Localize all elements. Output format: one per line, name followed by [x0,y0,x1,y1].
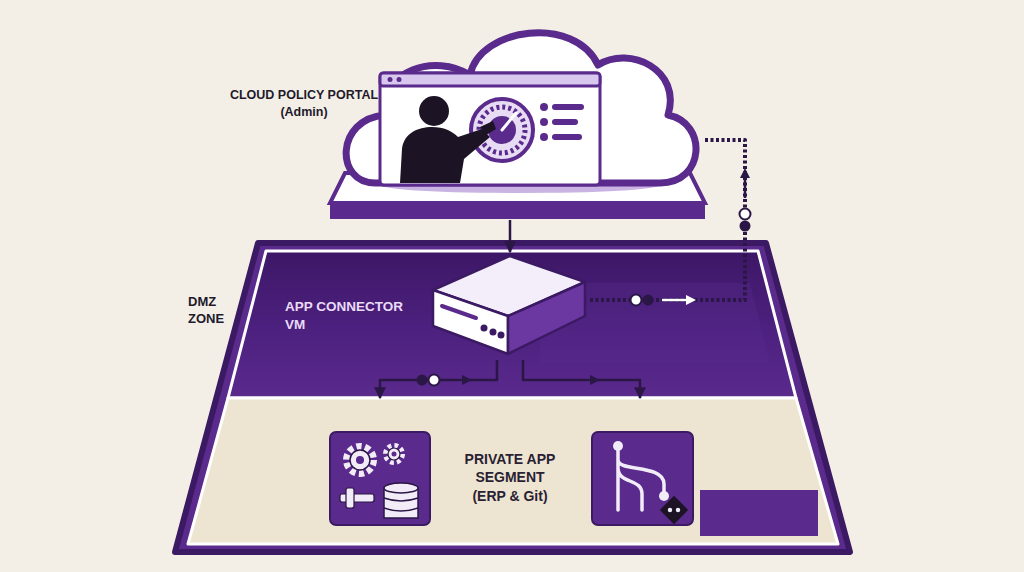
decoration [613,441,623,451]
decoration [552,134,582,140]
decoration [346,488,354,508]
decoration [662,299,688,302]
dmz-band [228,251,796,398]
flow-token [590,375,600,385]
decoration [417,375,428,386]
decoration [740,209,751,220]
decoration [668,508,672,512]
flow-token [417,375,473,386]
decoration [744,176,747,198]
decoration [388,448,400,460]
decoration [643,295,654,306]
portal-title: CLOUD POLICY PORTAL (Admin) [228,87,380,120]
decoration [419,96,449,126]
dmz-zone: DMZ ZONEAPP CONNECTOR VM [210,243,815,398]
decoration [502,113,516,130]
decoration [462,375,472,385]
platform-outline [175,243,850,552]
admin-silhouette [400,96,496,183]
decoration [442,306,476,318]
segment-band [188,398,838,544]
decoration [400,127,490,183]
connector-label: APP CONNECTOR VM [285,298,425,334]
setting-list [540,103,584,141]
decoration [480,121,496,135]
decoration [660,496,688,524]
decoration [590,375,600,385]
decoration [384,498,418,511]
connector-line [380,360,497,398]
decoration [429,375,440,386]
decoration [384,483,418,493]
connector-line [523,360,640,398]
decoration [392,452,397,457]
flow-token [631,295,697,306]
decoration [592,432,693,525]
decoration [540,118,548,126]
server-symbol [433,256,585,354]
decoration [433,290,508,354]
decoration [380,73,600,86]
decoration [380,73,600,185]
decoration [740,168,750,178]
cloud-portal: CLOUD POLICY PORTAL (Admin) [330,15,705,220]
decoration [552,104,584,110]
decoration [386,446,402,462]
decoration [552,119,578,125]
decoration [340,494,374,502]
decoration [350,450,370,470]
decoration [356,456,364,464]
decoration [330,203,705,219]
decoration [508,282,585,354]
connector-line [590,140,745,300]
segment-corner-block [700,490,818,536]
decoration [686,295,696,305]
decoration [618,448,664,510]
decoration [397,77,402,82]
segment-label: PRIVATE APP SEGMENT (ERP & Git) [460,450,560,505]
zone-label: DMZ ZONE [188,293,232,327]
decoration [676,508,680,512]
app-connector: APP CONNECTOR VM [280,252,590,360]
decoration [498,332,505,339]
decoration [540,133,548,141]
portal-window [380,73,600,185]
decoration [330,432,430,525]
connector-line [509,220,512,252]
decoration [659,491,669,501]
decoration [540,103,548,111]
erp-icon [330,432,430,525]
decoration [631,295,642,306]
decoration [481,325,488,332]
decoration [479,107,525,153]
flow-token [740,168,751,232]
git-icon [592,432,693,525]
decoration [490,329,497,336]
decoration [347,447,373,473]
decoration [388,77,393,82]
cloud-portal-shape [330,15,705,220]
private-app-segment: PRIVATE APP SEGMENT (ERP & Git) [170,398,855,552]
decoration [740,221,751,232]
